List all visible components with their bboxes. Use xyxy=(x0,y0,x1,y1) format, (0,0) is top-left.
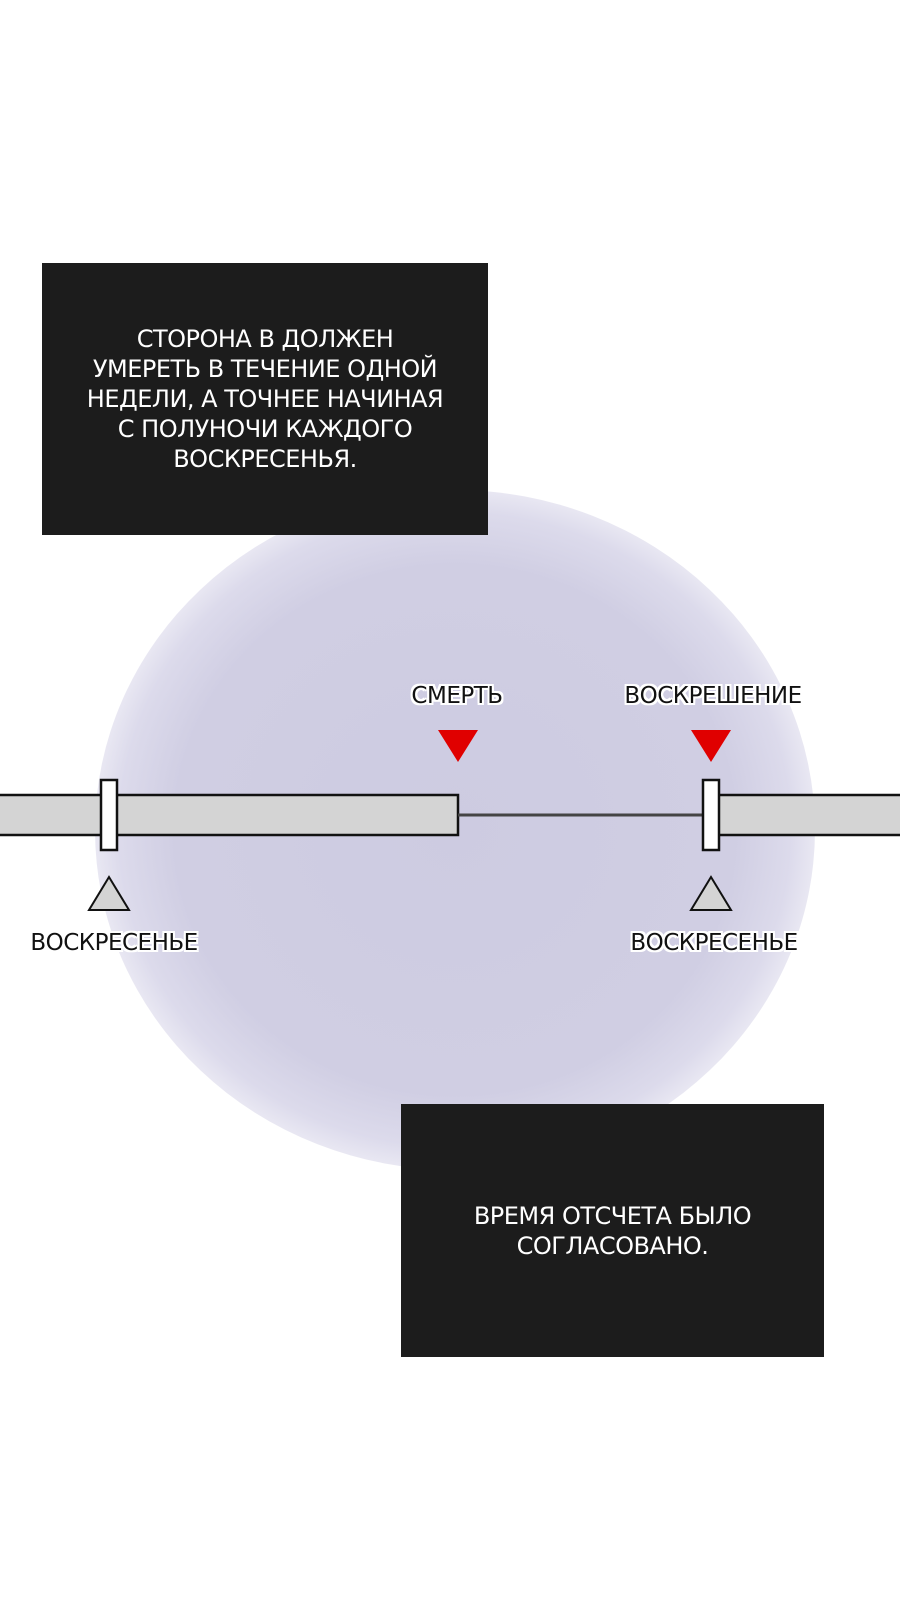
sunday-marker-left-icon xyxy=(87,875,131,911)
caption-agreed: Время отсчета было согласовано. xyxy=(401,1104,824,1357)
sunday-label-left: Воскресенье xyxy=(30,930,198,956)
death-marker-icon xyxy=(438,730,478,762)
sunday-tick-left xyxy=(99,778,119,852)
timeline-bar-revived xyxy=(713,793,900,837)
resurrection-marker-icon xyxy=(691,730,731,762)
sunday-marker-right-icon xyxy=(689,875,733,911)
resurrection-label: Воскрешение xyxy=(624,683,802,709)
death-label: Смерть xyxy=(411,683,503,709)
timeline-bar-alive xyxy=(0,793,460,837)
sunday-tick-right xyxy=(701,778,721,852)
caption-rule: Сторона В должен умереть в течение одной… xyxy=(42,263,488,535)
sunday-label-right: Воскресенье xyxy=(630,930,798,956)
